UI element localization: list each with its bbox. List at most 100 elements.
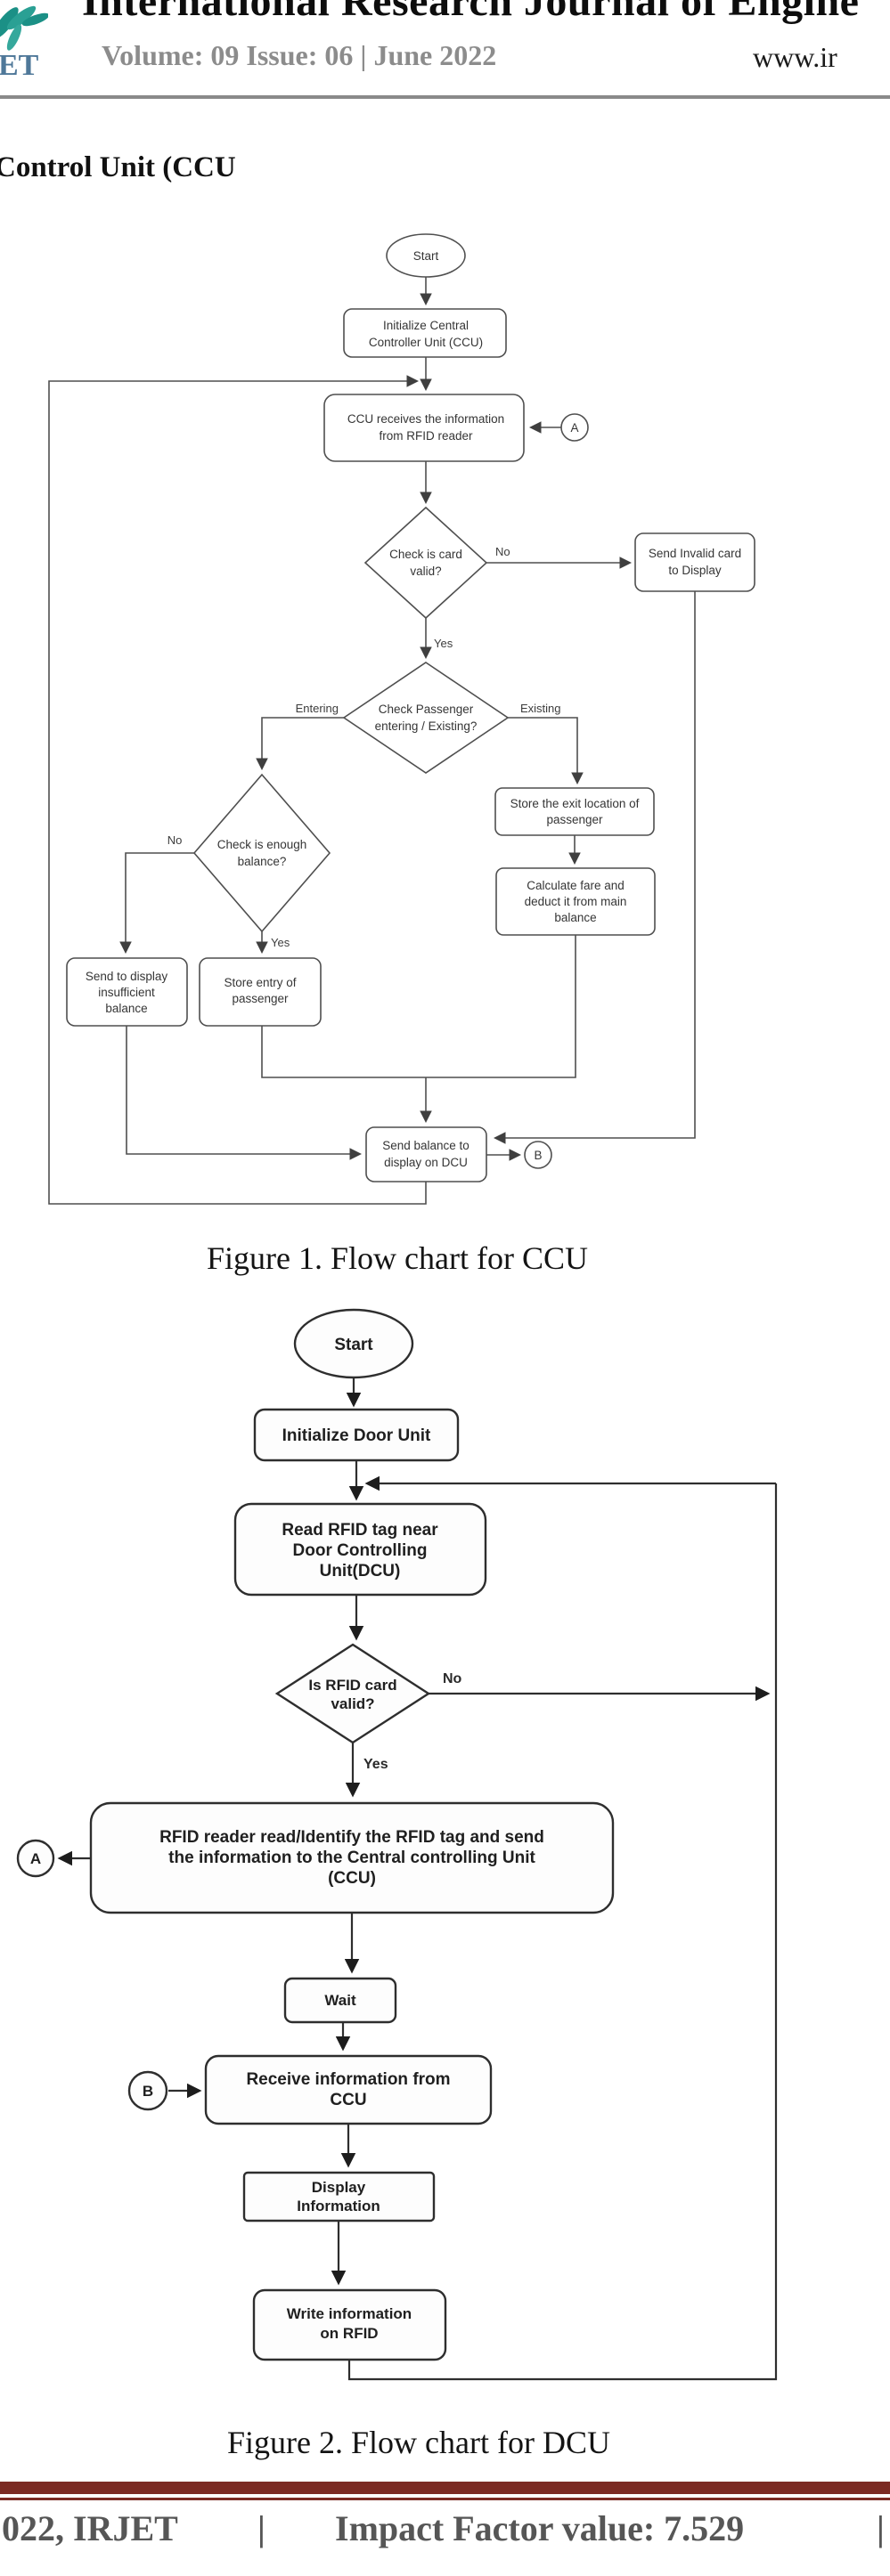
send-insufficient-process [66, 957, 188, 1027]
figure1-flowchart: Start Initialize Central Controller Unit… [48, 233, 755, 1205]
journal-title: International Research Journal of Engine [82, 0, 860, 25]
node-label: Information [297, 2198, 380, 2214]
node-label: from RFID reader [379, 429, 473, 443]
insufficient-return-line [126, 1026, 363, 1160]
node-label: to Display [668, 564, 722, 577]
logo-leaf [21, 12, 50, 27]
node-label: Read RFID tag near [282, 1521, 438, 1540]
footer-impact-factor: Impact Factor value: 7.529 [335, 2508, 745, 2548]
read-rfid-process [233, 1502, 487, 1597]
feedback-loop-line [48, 375, 427, 1205]
node-label: balance [554, 911, 596, 924]
yes-label: Yes [434, 637, 453, 650]
connector-label: B [534, 1149, 542, 1162]
node-label: deduct it from main [525, 895, 627, 908]
header-divider [0, 95, 890, 99]
yes-label: Yes [363, 1757, 388, 1772]
node-label: Is RFID card [308, 1677, 396, 1694]
volume-issue-line: Volume: 09 Issue: 06 | June 2022 [102, 39, 497, 71]
logo-leaf [6, 24, 22, 51]
node-label: CCU receives the information [347, 412, 504, 426]
node-label: entering / Existing? [375, 719, 478, 733]
check-passenger-decision [342, 662, 510, 774]
footer-accent-line [0, 2498, 890, 2500]
start-terminator [293, 1308, 414, 1379]
node-label: Start [413, 249, 439, 263]
is-rfid-valid-decision [274, 1643, 431, 1744]
node-label: Store entry of [224, 976, 296, 989]
wait-process [283, 1977, 397, 2024]
check-card-decision [363, 506, 488, 620]
store-exit-process [494, 787, 655, 836]
node-label: Receive information from [246, 2070, 450, 2089]
entering-branch-line [256, 717, 344, 771]
send-balance-process [365, 1126, 487, 1182]
node-label: display on DCU [384, 1156, 468, 1169]
rfid-reader-send-process [89, 1801, 615, 1914]
node-label: (CCU) [328, 1869, 376, 1888]
yes-label: Yes [271, 936, 290, 949]
figure1-caption: Figure 1. Flow chart for CCU [207, 1240, 588, 1276]
node-label: Send balance to [382, 1139, 469, 1152]
ccu-receives-process [323, 394, 525, 462]
logo-leaf [6, 5, 37, 30]
journal-website: www.ir [753, 41, 837, 73]
check-balance-decision [192, 773, 331, 933]
node-label: Wait [324, 1992, 356, 2009]
irjet-logo-graphic: ET [0, 5, 50, 82]
calculate-fare-process [495, 867, 656, 936]
node-label: Unit(DCU) [320, 1562, 401, 1581]
node-label: Store the exit location of [510, 797, 640, 810]
node-label: Check is card [389, 548, 462, 561]
node-label: Display [312, 2179, 366, 2196]
node-label: Send Invalid card [649, 547, 741, 560]
node-label: RFID reader read/Identify the RFID tag a… [159, 1828, 544, 1847]
node-label: Door Controlling [293, 1541, 428, 1560]
logo-letters: ET [0, 49, 39, 82]
store-entry-process [199, 957, 322, 1027]
journal-logo: ET [0, 0, 50, 82]
node-label: insufficient [98, 986, 155, 999]
node-label: valid? [331, 1695, 374, 1712]
node-label: Send to display [86, 970, 168, 983]
node-label: Initialize Central [383, 319, 469, 332]
node-label: Write information [287, 2305, 412, 2322]
initialize-door-unit-process [253, 1408, 460, 1462]
connector-label: B [143, 2083, 153, 2100]
existing-label: Existing [520, 702, 561, 715]
node-label: on RFID [320, 2325, 378, 2342]
node-label: balance? [238, 855, 287, 868]
right-feedback-line [347, 1483, 778, 2381]
no-label: No [495, 545, 510, 558]
logo-leaf [0, 7, 19, 39]
footer-separator: | [877, 2508, 885, 2548]
no-label: No [167, 833, 183, 847]
start-terminator [386, 233, 466, 278]
node-label: Start [334, 1336, 373, 1354]
node-label: Controller Unit (CCU) [369, 336, 483, 349]
node-label: passenger [546, 813, 603, 826]
initialize-ccu-process [343, 308, 507, 358]
footer-separator: | [257, 2508, 265, 2548]
footer-copyright: 022, IRJET [2, 2508, 178, 2548]
invalid-card-return-line [493, 591, 696, 1144]
node-label: Check Passenger [379, 703, 474, 716]
no-balance-line [119, 852, 194, 955]
connector-a-node [560, 413, 589, 442]
node-label: the information to the Central controlli… [168, 1849, 535, 1867]
node-label: Calculate fare and [527, 879, 625, 892]
section-heading: Control Unit (CCU [0, 151, 236, 183]
display-information-process [242, 2171, 436, 2223]
existing-branch-line [508, 717, 584, 785]
node-label: valid? [410, 565, 441, 578]
node-label: passenger [232, 992, 289, 1005]
figure2-flowchart: Start Initialize Door Unit Read RFID tag… [16, 1308, 778, 2381]
connector-label: A [570, 421, 578, 435]
footer-accent-bar [0, 2482, 890, 2494]
collector-line [261, 935, 576, 1078]
connector-b-node [524, 1141, 552, 1169]
connector-b-node [127, 2070, 168, 2111]
node-label: Initialize Door Unit [282, 1426, 431, 1445]
